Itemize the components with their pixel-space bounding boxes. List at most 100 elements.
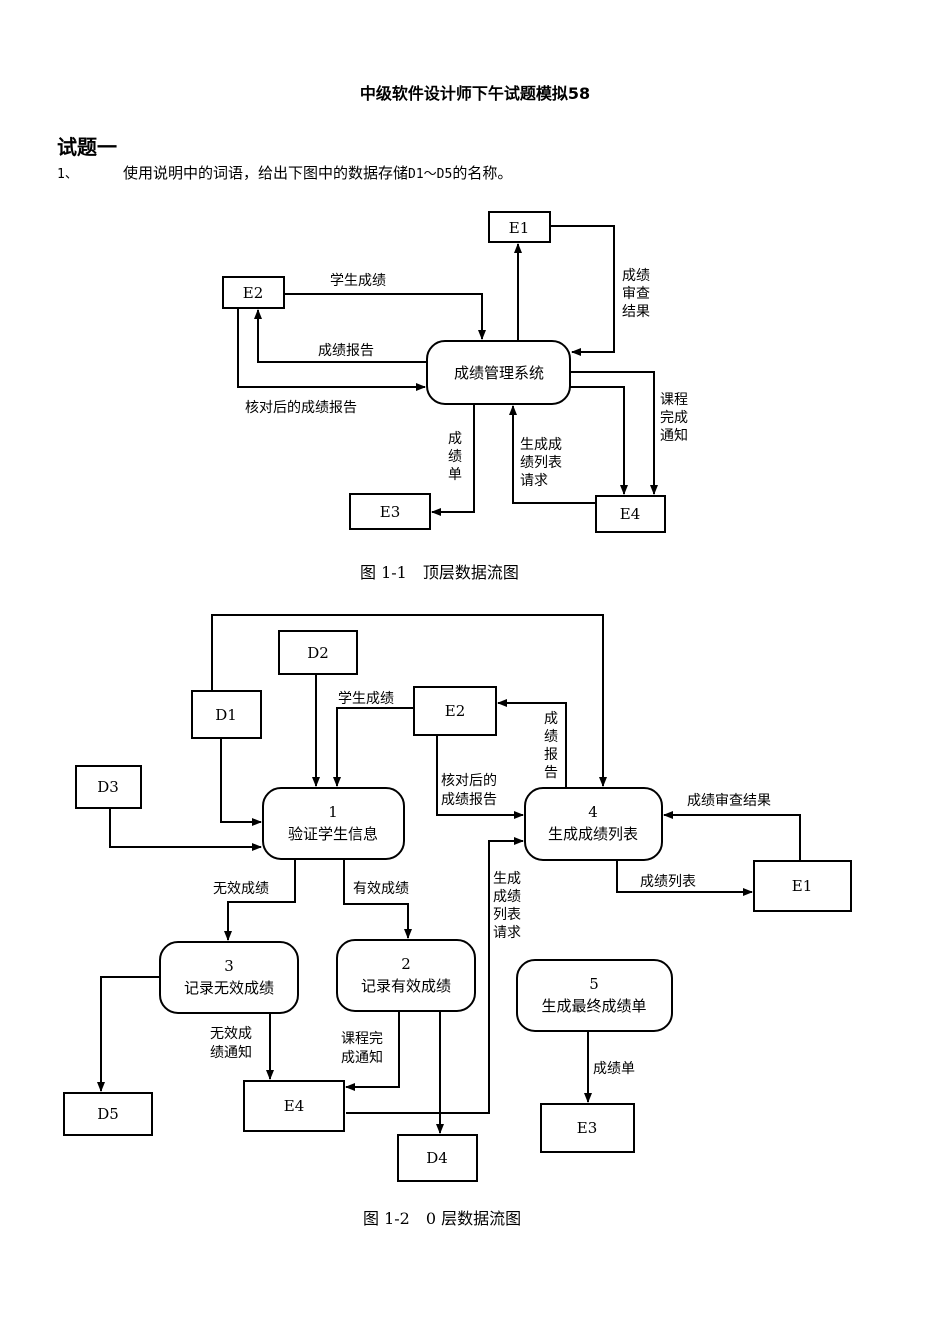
fig2-entity-e3-box [540, 1103, 635, 1153]
fig2-flow-score-report [497, 699, 567, 788]
fig1-flow-course-done [570, 371, 658, 495]
fig2-store-d5-box [63, 1092, 153, 1136]
fig1-label-list-request-3: 请求 [520, 473, 548, 489]
fig1-flow-to-e4 [570, 386, 628, 495]
fig2-caption: 图 1-2 0 层数据流图 [363, 1209, 521, 1228]
fig2-entity-e1-box [753, 860, 852, 912]
fig2-store-d3: D3 [97, 778, 119, 796]
fig1-flow-score-report [254, 309, 427, 363]
fig2-process-2-box [336, 939, 476, 1012]
fig1-label-student-scores: 学生成绩 [330, 273, 386, 289]
fig2-entity-e2: E2 [445, 702, 466, 720]
fig2-entity-e2-box [413, 686, 497, 736]
question-part-a: 使用说明中的词语，给出下图中的数据存储 [123, 164, 409, 182]
question-code: D1～D5 [408, 167, 453, 182]
fig2-label-valid-scores: 有效成绩 [353, 881, 409, 897]
fig1-process-label: 成绩管理系统 [454, 364, 544, 382]
fig1-entity-e2: E2 [243, 284, 264, 302]
fig2-label-list-request-3: 列表 [493, 907, 521, 923]
fig1-label-review-result-3: 结果 [622, 304, 650, 320]
fig2-entity-e1: E1 [792, 877, 813, 895]
fig2-process-5-name: 生成最终成绩单 [541, 997, 646, 1015]
question-number: 1、 [57, 167, 78, 182]
fig1-label-score-sheet-1: 成 [448, 431, 462, 447]
fig2-label-list-request-4: 请求 [493, 925, 521, 941]
fig1-entity-e3: E3 [380, 503, 401, 521]
fig1-flow-verified-report [237, 308, 426, 391]
question-text: 1、 使用说明中的词语，给出下图中的数据存储D1～D5的名称。 [57, 162, 512, 183]
fig2-flow-p3-to-d5 [97, 976, 160, 1092]
fig1-flow-score-sheet [431, 404, 475, 516]
fig2-store-d2: D2 [307, 644, 329, 662]
fig2-process-3-box [159, 941, 299, 1014]
fig1-label-course-done-3: 通知 [660, 427, 688, 444]
fig1-entity-e4-box [595, 495, 666, 533]
fig2-label-invalid-scores: 无效成绩 [213, 881, 269, 897]
fig1-label-course-done-1: 课程 [660, 392, 688, 408]
fig1-flow-review-result [550, 225, 615, 356]
fig2-process-2-name: 记录有效成绩 [361, 977, 451, 995]
document-title: 中级软件设计师下午试题模拟58 [359, 84, 591, 103]
fig2-label-invalid-notice-2: 绩通知 [210, 1044, 252, 1061]
fig2-flow-valid-scores [343, 859, 412, 939]
fig2-process-1-name: 验证学生信息 [288, 825, 378, 843]
fig1-label-score-sheet-3: 单 [448, 467, 462, 483]
fig2-label-verified-report-2: 成绩报告 [441, 792, 497, 808]
fig1-entity-e1: E1 [509, 219, 530, 237]
fig2-label-verified-report-1: 核对后的 [441, 773, 497, 789]
fig2-label-review-result: 成绩审查结果 [687, 793, 771, 809]
fig2-label-score-report-2: 绩 [544, 729, 558, 745]
fig1-label-list-request-1: 生成成 [520, 437, 562, 453]
fig1-flow-list-request [509, 405, 596, 504]
fig2-store-d2-box [278, 630, 358, 675]
fig2-label-course-done-1: 课程完 [341, 1031, 383, 1047]
fig2-flow-d1-to-p4 [211, 614, 607, 787]
fig2-process-4-number: 4 [588, 803, 598, 821]
fig1-caption: 图 1-1 顶层数据流图 [360, 563, 519, 582]
fig2-process-3-name: 记录无效成绩 [184, 979, 274, 997]
fig2-store-d1-box [191, 690, 262, 739]
fig2-label-student-scores: 学生成绩 [338, 691, 394, 707]
fig2-label-score-sheet: 成绩单 [593, 1061, 635, 1077]
fig2-flow-list-request [346, 837, 524, 1114]
fig2-process-4-name: 生成成绩列表 [548, 825, 638, 843]
fig2-label-invalid-notice-1: 无效成 [210, 1026, 252, 1042]
fig2-process-2-number: 2 [401, 955, 411, 973]
fig2-store-d1: D1 [215, 706, 237, 724]
fig1-entity-e2-box [222, 276, 285, 309]
question-part-b: 的名称。 [452, 164, 513, 182]
fig2-process-5-number: 5 [589, 975, 599, 993]
fig1-label-course-done-2: 完成 [660, 410, 688, 426]
fig2-flow-d3-to-p1 [109, 808, 262, 851]
fig2-label-list-request-2: 成绩 [493, 889, 521, 905]
fig2-store-d3-box [75, 765, 142, 809]
fig2-flow-student-scores [333, 707, 414, 787]
fig2-label-list-request-1: 生成 [493, 871, 521, 887]
fig2-process-1-box [262, 787, 405, 860]
fig2-label-score-report-3: 报 [544, 747, 558, 763]
fig2-entity-e4: E4 [284, 1097, 305, 1115]
fig2-process-5-box [516, 959, 673, 1032]
fig2-store-d5: D5 [97, 1105, 119, 1123]
fig2-process-1-number: 1 [328, 803, 338, 821]
fig1-label-verified-report: 核对后的成绩报告 [245, 400, 357, 416]
fig2-entity-e3: E3 [577, 1119, 598, 1137]
fig2-flow-d1-to-p1 [220, 738, 262, 826]
fig1-entity-e4: E4 [620, 505, 641, 523]
fig1-label-list-request-2: 绩列表 [520, 455, 562, 471]
fig2-store-d4-box [397, 1134, 478, 1182]
fig2-flow-course-done [345, 1011, 400, 1091]
fig2-label-course-done-2: 成通知 [341, 1049, 383, 1066]
fig1-label-review-result-1: 成绩 [622, 268, 650, 284]
fig1-entity-e3-box [349, 493, 431, 530]
fig1-label-review-result-2: 审查 [622, 286, 650, 302]
fig2-flow-score-list [616, 860, 753, 896]
fig2-flow-review-result [663, 811, 801, 861]
fig1-label-score-sheet-2: 绩 [448, 449, 462, 465]
fig2-entity-e4-box [243, 1080, 345, 1132]
fig2-label-score-list: 成绩列表 [640, 874, 696, 890]
fig2-label-score-report-4: 告 [544, 765, 558, 781]
section-heading: 试题一 [57, 135, 117, 159]
fig2-label-score-report-1: 成 [544, 711, 558, 727]
